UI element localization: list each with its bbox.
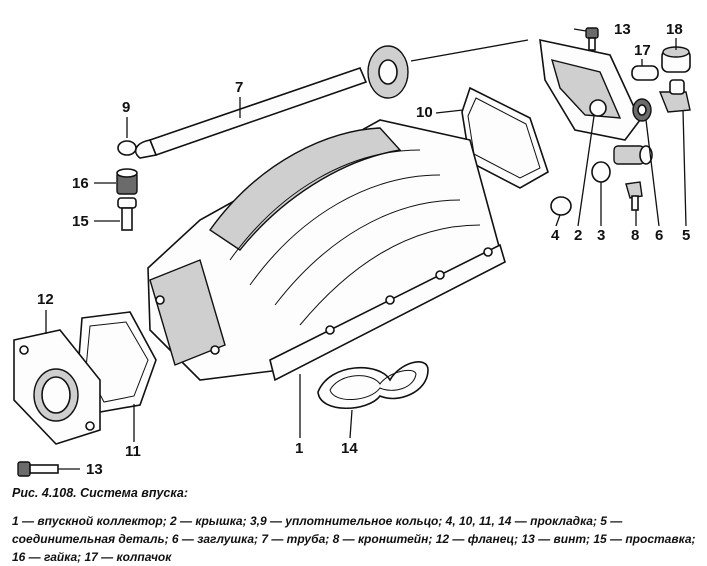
cap-part-17 (631, 65, 659, 81)
leader-lines (45, 28, 687, 470)
callout-10: 10 (416, 104, 433, 121)
figure-caption-legend: 1 — впускной коллектор; 2 — крышка; 3,9 … (12, 514, 696, 564)
callout-12: 12 (37, 291, 54, 308)
o-ring-part-3 (591, 161, 611, 183)
screw-part-13-top (585, 27, 599, 51)
nut-part-16 (116, 168, 138, 195)
cover-nipple (613, 145, 653, 165)
spacer-part-15 (117, 197, 137, 231)
screw-part-13-bottom (17, 461, 59, 477)
callout-18: 18 (666, 21, 683, 38)
callout-2: 2 (574, 227, 582, 244)
o-ring-part-9 (117, 140, 137, 156)
callout-15: 15 (72, 213, 89, 230)
bracket-part-8 (625, 181, 643, 211)
gasket-part-14 (317, 361, 429, 410)
callout-13-top: 13 (614, 21, 631, 38)
callout-4: 4 (551, 227, 560, 244)
callout-5: 5 (682, 227, 690, 244)
gasket-part-4 (550, 196, 572, 216)
cover-part-2 (539, 38, 641, 141)
callout-6: 6 (655, 227, 663, 244)
callout-16: 16 (72, 175, 89, 192)
cap-part-18 (661, 46, 691, 73)
figure-caption-title: Рис. 4.108. Система впуска: (12, 486, 188, 500)
callout-1: 1 (295, 440, 303, 457)
callout-11: 11 (125, 443, 141, 460)
callout-17: 17 (634, 42, 651, 59)
connecting-piece-part-5 (658, 79, 691, 113)
flange-part-12 (13, 329, 101, 445)
callout-14: 14 (341, 440, 358, 457)
intake-system-diagram: 7 9 16 15 10 13 17 18 4 2 3 8 6 5 12 11 … (13, 21, 691, 478)
callout-13-bottom: 13 (86, 461, 103, 478)
callout-8: 8 (631, 227, 639, 244)
callout-numbers: 7 9 16 15 10 13 17 18 4 2 3 8 6 5 12 11 … (37, 21, 690, 478)
callout-7: 7 (235, 79, 243, 96)
callout-9: 9 (122, 99, 130, 116)
plug-part-6 (632, 98, 652, 122)
pipe-part-7 (134, 45, 409, 159)
gasket-part-10 (461, 86, 549, 189)
callout-3: 3 (597, 227, 605, 244)
intake-manifold-part-1 (147, 119, 506, 382)
